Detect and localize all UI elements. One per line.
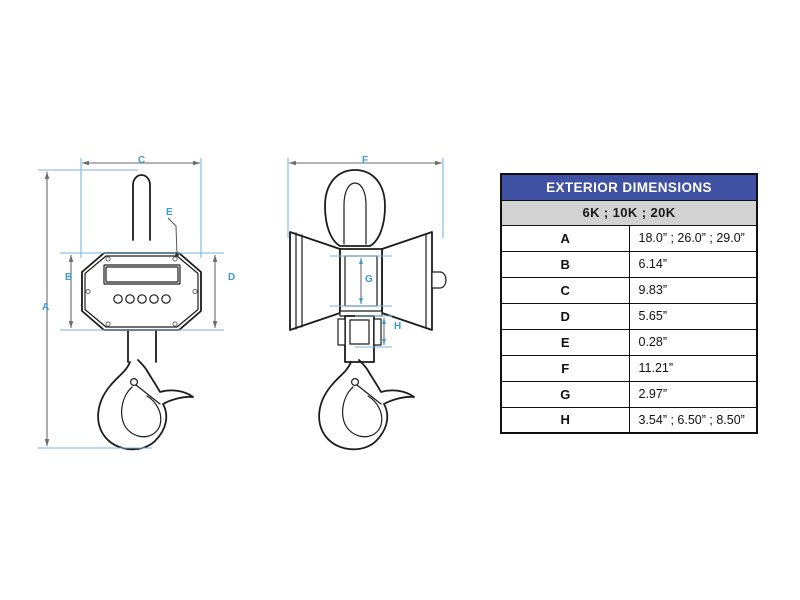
keypad-button: [113, 294, 123, 304]
side-lower-shank-inner: [349, 319, 370, 345]
dimension-label-a: A: [42, 302, 50, 313]
table-row: G 2.97”: [500, 380, 758, 408]
dimension-label-h: H: [394, 321, 402, 332]
table-row: A 18.0” ; 26.0” ; 29.0”: [500, 224, 758, 252]
table-title: EXTERIOR DIMENSIONS: [500, 173, 758, 201]
hook-latch: [356, 384, 382, 405]
screw: [172, 256, 178, 262]
row-value-c: 9.83”: [628, 276, 758, 304]
row-key-c: C: [500, 276, 630, 304]
table-subheader: 6K ; 10K ; 20K: [500, 199, 758, 226]
table-row: H 3.54” ; 6.50” ; 8.50”: [500, 406, 758, 434]
front-shank: [127, 329, 157, 363]
front-view-geometry: [81, 174, 202, 451]
side-lower-shank: [344, 315, 375, 363]
table-row: F 11.21”: [500, 354, 758, 382]
lcd-display: [103, 264, 181, 285]
keypad-button: [149, 294, 159, 304]
keypad: [113, 294, 171, 304]
screw: [172, 321, 178, 327]
side-knob: [431, 271, 447, 289]
row-key-h: H: [500, 406, 630, 434]
table-subheader-row: 6K ; 10K ; 20K: [500, 199, 758, 226]
dimension-label-e: E: [166, 207, 173, 218]
side-shank-flange-left: [337, 318, 346, 346]
hook-latch-pivot: [130, 378, 139, 387]
row-value-d: 5.65”: [628, 302, 758, 330]
screw: [105, 256, 111, 262]
keypad-button: [125, 294, 135, 304]
row-key-d: D: [500, 302, 630, 330]
exterior-dimensions-table: EXTERIOR DIMENSIONS 6K ; 10K ; 20K A 18.…: [500, 173, 758, 434]
table-title-row: EXTERIOR DIMENSIONS: [500, 173, 758, 201]
row-key-b: B: [500, 250, 630, 278]
table-row: E 0.28”: [500, 328, 758, 356]
screw: [192, 288, 198, 295]
dimension-label-g: G: [365, 274, 373, 285]
dimension-label-c: C: [138, 155, 146, 166]
hook-latch: [135, 384, 161, 405]
row-value-g: 2.97”: [628, 380, 758, 408]
leader-line-e: [167, 217, 179, 257]
row-value-a: 18.0” ; 26.0” ; 29.0”: [628, 224, 758, 252]
table-row: B 6.14”: [500, 250, 758, 278]
row-value-b: 6.14”: [628, 250, 758, 278]
housing-screws: [85, 256, 198, 327]
side-shank-flange-right: [373, 318, 382, 346]
front-hook: [97, 359, 194, 451]
front-housing-inner: [84, 255, 199, 328]
row-key-f: F: [500, 354, 630, 382]
screw: [105, 321, 111, 327]
table-row: C 9.83”: [500, 276, 758, 304]
front-view-dimensions: [38, 158, 224, 449]
lcd-display-bezel: [105, 266, 179, 283]
side-view-dimensions: [287, 158, 444, 348]
hook-latch-pivot: [351, 378, 360, 387]
row-key-g: G: [500, 380, 630, 408]
row-value-f: 11.21”: [628, 354, 758, 382]
side-left-wing: [289, 231, 341, 331]
row-key-e: E: [500, 328, 630, 356]
side-view-geometry: [289, 169, 447, 451]
side-right-wing: [381, 231, 433, 331]
side-hook: [318, 359, 415, 451]
row-value-e: 0.28”: [628, 328, 758, 356]
keypad-button: [161, 294, 171, 304]
front-swivel-stem: [132, 174, 151, 241]
side-lifting-eye-inner: [343, 182, 367, 245]
dimension-label-b: B: [65, 272, 73, 283]
table-row: D 5.65”: [500, 302, 758, 330]
side-lifting-eye-outer: [324, 169, 386, 247]
dimension-label-d: D: [228, 272, 236, 283]
row-key-a: A: [500, 224, 630, 252]
dimension-label-f: F: [362, 155, 369, 166]
screw: [85, 288, 91, 295]
table-body: EXTERIOR DIMENSIONS 6K ; 10K ; 20K A 18.…: [500, 173, 758, 434]
keypad-button: [137, 294, 147, 304]
row-value-h: 3.54” ; 6.50” ; 8.50”: [628, 406, 758, 434]
